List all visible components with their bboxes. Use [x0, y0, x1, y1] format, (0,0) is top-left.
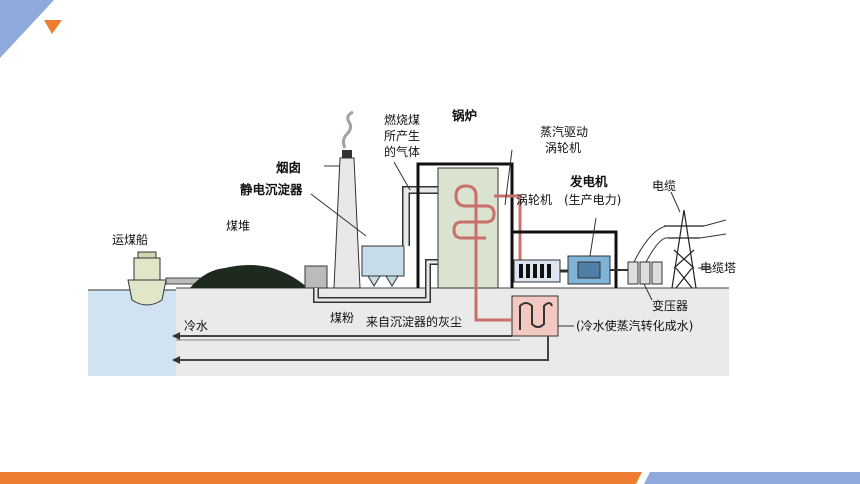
label-gas-3: 的气体: [384, 144, 420, 159]
label-generator: 发电机: [569, 174, 608, 189]
precipitator: [361, 245, 405, 287]
turbine-blades: [519, 264, 551, 278]
corner-orange-triangle: [44, 20, 62, 34]
coal-ship: [127, 251, 167, 306]
label-precipitator: 静电沉淀器: [240, 182, 303, 197]
label-generator-note: (生产电力): [564, 193, 621, 207]
bottom-orange-bar: [0, 472, 642, 484]
gas-duct: [402, 186, 438, 246]
label-cold-water: 冷水: [184, 319, 208, 333]
label-steam-1: 蒸汽驱动: [540, 124, 588, 139]
label-gas-2: 所产生: [384, 129, 420, 143]
label-gas-1: 燃烧煤: [384, 112, 420, 127]
coal-pile: [190, 265, 308, 288]
label-coal-powder: 煤粉: [330, 311, 354, 325]
coal-hopper: [304, 265, 328, 289]
label-chimney: 烟囱: [276, 160, 301, 175]
return-water-pipe: [474, 256, 512, 322]
generator: [567, 255, 611, 285]
label-coal-pile: 煤堆: [226, 219, 250, 233]
leader-lines: [310, 149, 712, 327]
label-coal-ship: 运煤船: [112, 233, 148, 247]
ground: [176, 288, 729, 376]
steam-coil: [452, 184, 496, 256]
label-turbine: 涡轮机: [516, 193, 552, 207]
label-cable: 电缆: [652, 179, 676, 193]
label-boiler: 锅炉: [452, 108, 477, 123]
label-tower: 电缆塔: [700, 261, 736, 275]
water: [88, 290, 176, 376]
cold-water-pipe-lower: [176, 336, 549, 361]
power-cables: [633, 219, 727, 263]
transformer: [627, 261, 663, 285]
condenser: [511, 295, 559, 337]
label-transformer: 变压器: [652, 298, 688, 313]
transmission-tower: [664, 209, 704, 289]
label-ash: 来自沉淀器的灰尘: [366, 314, 462, 329]
boiler: [437, 167, 499, 289]
corner-blue-triangle: [0, 0, 54, 58]
label-condenser-note: (冷水使蒸汽转化成水): [576, 318, 693, 333]
label-steam-2: 涡轮机: [545, 141, 581, 155]
chimney: [333, 110, 361, 289]
boiler-frame: [416, 162, 514, 288]
steam-pipe: [494, 194, 522, 266]
bottom-blue-bar: [644, 472, 860, 484]
